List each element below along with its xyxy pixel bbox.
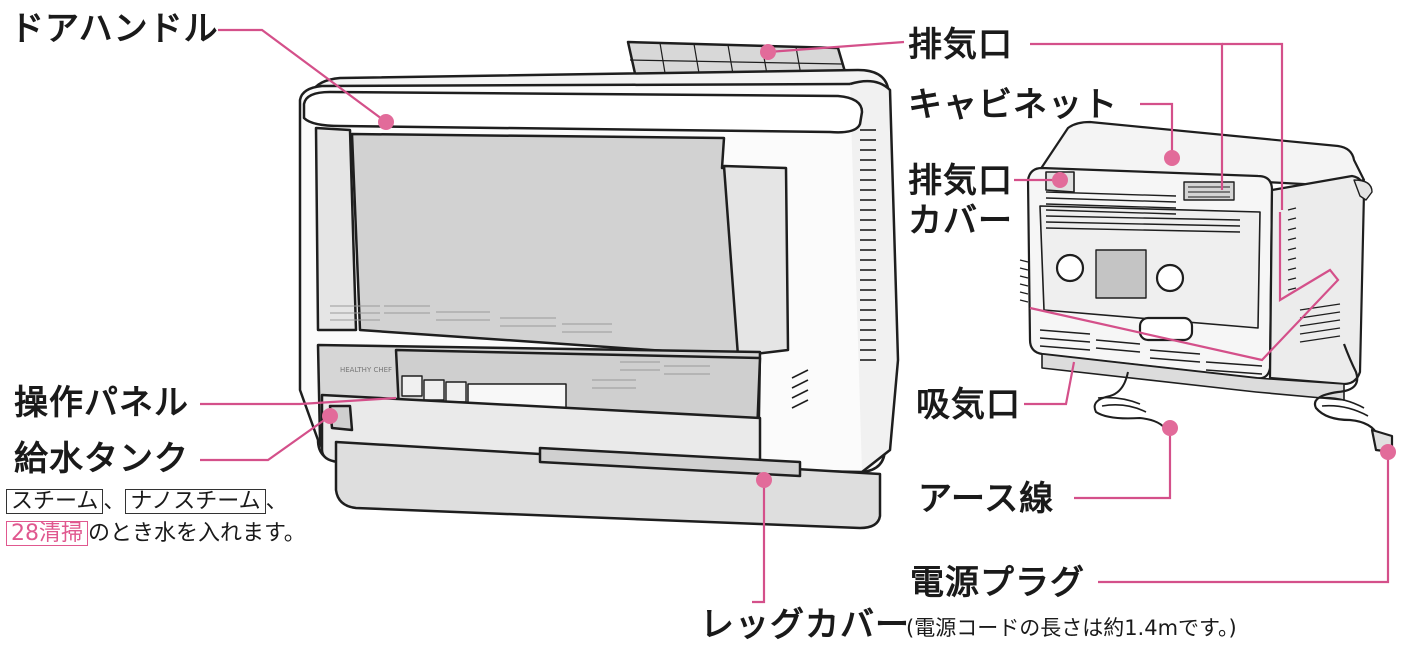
label-cabinet: キャビネット bbox=[908, 85, 1118, 125]
leader-lines bbox=[200, 28, 1390, 604]
leader-dots bbox=[322, 44, 1396, 488]
oven-brand-text: HEALTHY CHEF bbox=[340, 366, 392, 374]
label-intake-port: 吸気口 bbox=[916, 385, 1021, 425]
note-separator-2: 、 bbox=[265, 489, 288, 514]
label-exhaust-cover-line1: 排気口 bbox=[908, 161, 1013, 201]
mode-nano-steam: ナノスチーム bbox=[125, 489, 266, 515]
rear-oven-illustration bbox=[1019, 120, 1394, 454]
note-text: のとき水を入れます。 bbox=[88, 520, 306, 546]
power-cord-note: (電源コードの長さは約1.4mです。) bbox=[906, 616, 1237, 640]
water-tank-note-line2: 28清掃のとき水を入れます。 bbox=[6, 520, 306, 548]
front-oven-illustration bbox=[298, 40, 900, 530]
water-tank-note: スチーム、ナノスチーム、 28清掃のとき水を入れます。 bbox=[6, 488, 306, 547]
label-control-panel: 操作パネル bbox=[14, 383, 189, 423]
label-power-plug: 電源プラグ bbox=[910, 563, 1085, 603]
label-water-tank: 給水タンク bbox=[14, 439, 189, 479]
note-separator-1: 、 bbox=[103, 489, 126, 514]
mode-28-cleaning: 28清掃 bbox=[6, 520, 88, 546]
label-ground-wire: アース線 bbox=[918, 479, 1055, 519]
label-exhaust-port: 排気口 bbox=[908, 25, 1013, 65]
label-exhaust-cover-line2: カバー bbox=[908, 201, 1013, 241]
label-door-handle: ドアハンドル bbox=[10, 9, 219, 49]
label-leg-cover: レッグカバー bbox=[700, 605, 910, 645]
mode-steam: スチーム bbox=[6, 489, 104, 515]
water-tank-note-line1: スチーム、ナノスチーム、 bbox=[6, 488, 306, 516]
